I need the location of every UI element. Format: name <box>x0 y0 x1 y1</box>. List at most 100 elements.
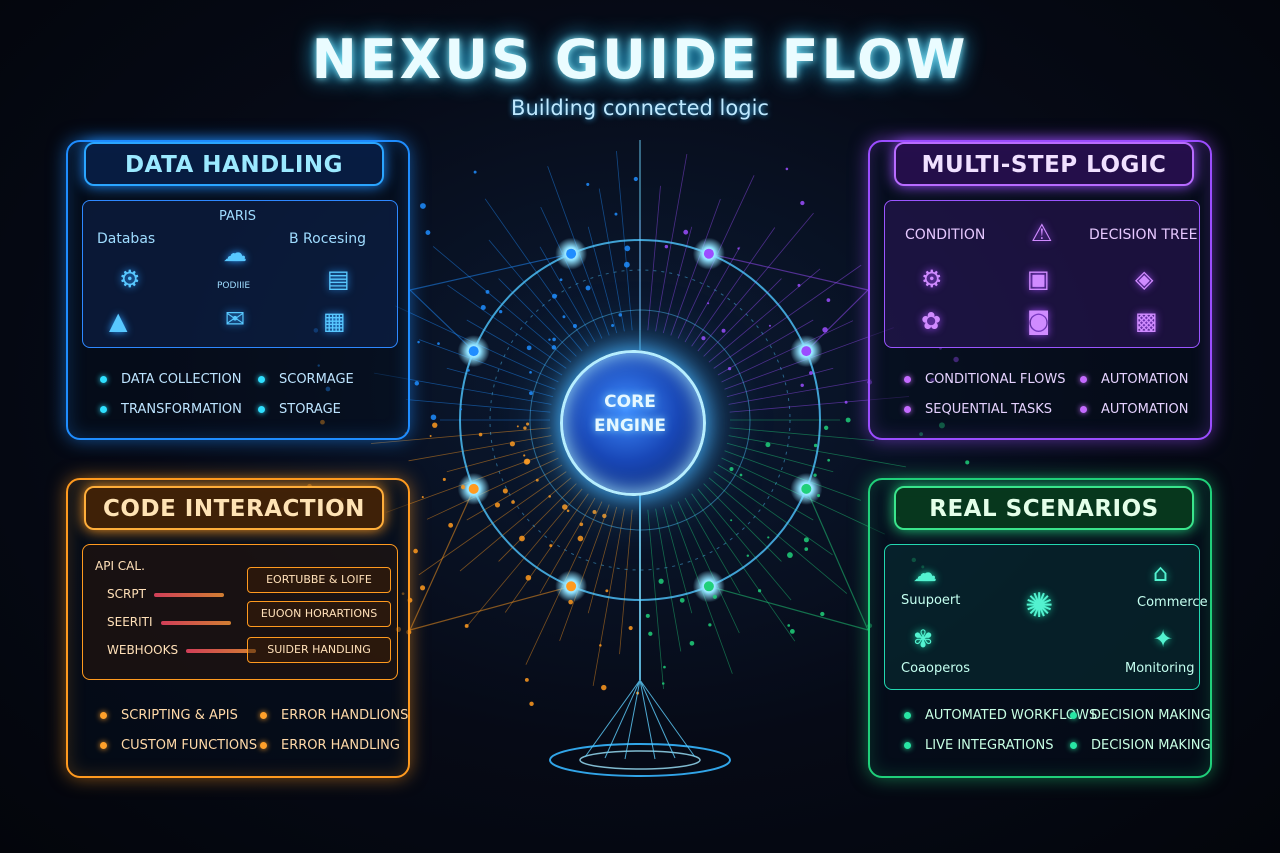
network-spoke <box>655 508 682 652</box>
network-hub-core <box>801 483 812 494</box>
network-particle <box>658 578 664 584</box>
network-spoke <box>697 488 792 601</box>
network-particle <box>572 324 577 329</box>
network-particle <box>592 509 597 514</box>
network-particle <box>708 623 712 627</box>
network-particle <box>419 585 426 591</box>
network-particle <box>524 677 529 682</box>
network-particle <box>485 289 490 294</box>
network-particle <box>524 458 531 465</box>
network-particle <box>511 500 515 504</box>
panel-multi-step-logic[interactable]: MULTI-STEP LOGIC CONDITION DECISION TREE… <box>868 140 1212 440</box>
network-spoke <box>459 477 572 572</box>
network-spoke <box>684 497 741 594</box>
network-hub-core <box>703 248 714 259</box>
code-action-box: EORTUBBE & LOIFE <box>247 567 391 593</box>
network-particle <box>420 203 426 209</box>
device-icon: ◈ <box>1135 265 1154 293</box>
network-particle <box>845 417 851 423</box>
network-particle <box>526 422 530 426</box>
network-particle <box>661 682 665 685</box>
network-particle <box>601 684 607 691</box>
network-particle <box>464 624 469 628</box>
network-particle <box>586 182 590 186</box>
bullet-item: SCRIPTING & APIS <box>100 708 238 723</box>
network-particle <box>664 244 669 249</box>
network-particle <box>633 176 638 182</box>
mail-icon: ✉ <box>225 305 246 333</box>
bullet-item: SEQUENTIAL TASKS <box>904 402 1052 417</box>
code-line: SCRPT <box>107 587 224 601</box>
node-label: Monitoring <box>1125 661 1195 676</box>
clipboard-icon: ▣ <box>1027 265 1050 293</box>
core-line-2: ENGINE <box>594 416 666 436</box>
network-spoke <box>708 268 821 363</box>
network-particle <box>605 589 609 593</box>
server-icon: ▤ <box>327 265 350 293</box>
network-particle <box>683 229 689 235</box>
network-particle <box>797 283 801 287</box>
network-particle <box>432 422 438 428</box>
network-spoke <box>726 442 834 473</box>
network-particle <box>529 370 532 374</box>
bullet-item: AUTOMATION <box>1080 402 1188 417</box>
network-particle <box>804 547 809 551</box>
network-particle <box>727 367 732 371</box>
network-particle <box>473 170 477 174</box>
network-spoke <box>419 339 556 390</box>
gear-icon: ⚙ <box>921 265 943 293</box>
network-hub-core <box>703 581 714 592</box>
network-particle <box>789 629 795 634</box>
network-hub-core <box>801 346 812 357</box>
brain-icon: ☁ <box>913 559 937 587</box>
panel-code-interaction[interactable]: CODE INTERACTION API CAL. SCRPT SEERITI … <box>66 478 410 778</box>
network-particle <box>559 278 563 282</box>
network-spoke <box>724 450 861 501</box>
network-particle <box>737 247 740 250</box>
network-spoke <box>729 427 875 441</box>
node-label: Suupoert <box>901 593 961 608</box>
network-spoke <box>691 227 776 347</box>
network-particle <box>809 371 813 375</box>
cloud-icon: ☁ <box>223 239 247 267</box>
network-particle <box>526 345 532 351</box>
bullet-item: DECISION MAKING <box>1070 708 1211 723</box>
panel-data-handling[interactable]: DATA HANDLING PARIS Databas B Rocesing P… <box>66 140 410 440</box>
network-connector <box>805 488 869 631</box>
shield-icon: ✾ <box>913 625 934 653</box>
network-spoke <box>598 188 625 332</box>
network-particle <box>785 167 789 171</box>
code-line: WEBHOOKS <box>107 643 257 657</box>
node-label: PARIS <box>219 209 257 224</box>
core-engine-orb[interactable] <box>560 350 706 496</box>
bullet-item: ERROR HANDLIONS <box>260 708 408 723</box>
panel-real-scenarios[interactable]: REAL SCENARIOS ☁ ⌂ ✾ ✦ ✺ Suupoert Commer… <box>868 478 1212 778</box>
device-icon: ▩ <box>1135 307 1158 335</box>
hierarchy-icon: ⚠ <box>1031 219 1053 247</box>
bullet-item: LIVE INTEGRATIONS <box>904 738 1053 753</box>
network-spoke <box>447 284 567 369</box>
network-particle <box>602 513 607 519</box>
network-particle <box>519 535 525 542</box>
network-particle <box>467 369 470 372</box>
network-spoke <box>466 464 563 521</box>
network-particle <box>701 336 706 341</box>
network-particle <box>499 309 503 314</box>
logic-flow-box: CONDITION DECISION TREE ⚠ ⚙ ▣ ◈ ✿ ◙ ▩ <box>884 200 1200 348</box>
code-line: SEERITI <box>107 615 231 629</box>
network-particle <box>548 338 551 341</box>
network-particle <box>800 383 804 387</box>
network-particle <box>551 345 557 350</box>
network-particle <box>417 340 420 344</box>
network-particle <box>430 414 437 421</box>
scenario-flow-box: ☁ ⌂ ✾ ✦ ✺ Suupoert Commerce Coaoperos Mo… <box>884 544 1208 690</box>
network-spoke <box>540 206 603 339</box>
puzzle-icon: ✿ <box>921 307 942 335</box>
network-particle <box>628 625 633 631</box>
bullet-item: AUTOMATION <box>1080 372 1188 387</box>
network-spoke <box>677 501 740 634</box>
node-label: Commerce <box>1137 595 1208 610</box>
network-particle <box>529 701 534 707</box>
core-line-1: CORE <box>604 392 656 412</box>
house-icon: ⌂ <box>1153 559 1169 587</box>
